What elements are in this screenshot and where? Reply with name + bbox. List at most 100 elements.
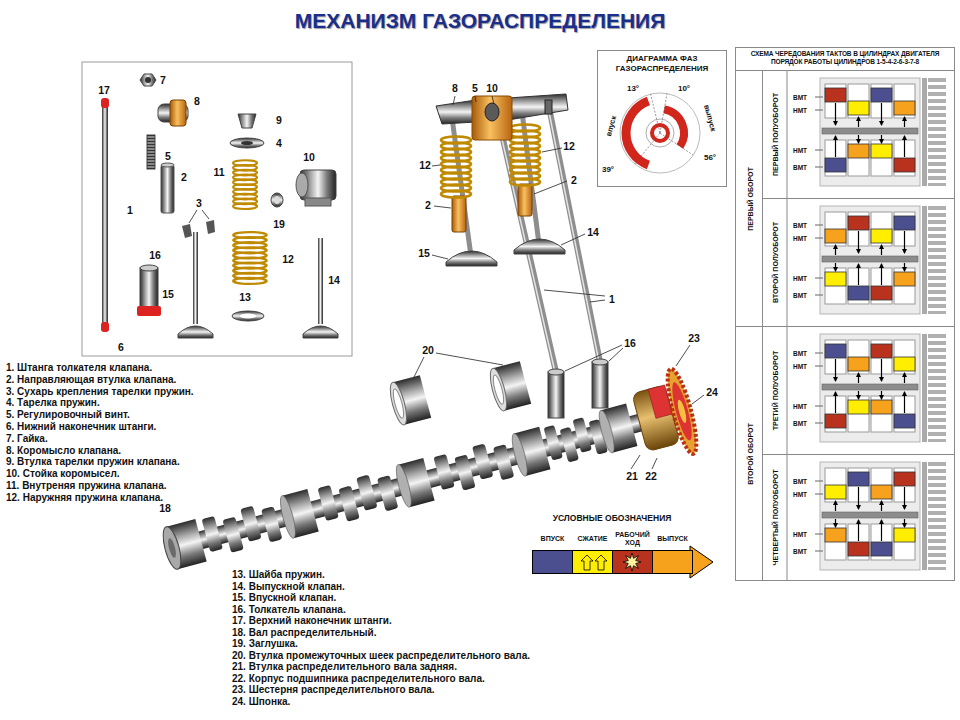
valve-assembly xyxy=(514,239,565,254)
engine-scheme xyxy=(815,78,937,186)
parts-panel xyxy=(178,326,213,338)
camshaft xyxy=(338,486,359,522)
leader-line xyxy=(432,165,440,166)
engine-scheme xyxy=(825,519,846,542)
parts-panel xyxy=(206,220,215,234)
leader-line xyxy=(434,206,451,208)
leader-line xyxy=(189,210,197,223)
engine-scheme xyxy=(894,216,915,253)
half-turn-cell: ПЕРВЫЙ ПОЛУОБОРОТВМТНМТНМТВМТ xyxy=(762,70,954,198)
camshaft xyxy=(240,506,261,542)
tappet xyxy=(592,362,608,408)
parts-panel xyxy=(102,100,108,330)
legend-text: ВПУСК xyxy=(532,528,573,549)
parts-panel xyxy=(140,265,158,271)
legend-title: УСЛОВНЫЕ ОБОЗНАЧЕНИЯ xyxy=(553,513,672,523)
callout-number: 22 xyxy=(645,470,657,483)
rocker-arm xyxy=(436,94,568,140)
camshaft-bushing xyxy=(491,374,506,405)
parts-panel xyxy=(101,322,109,332)
parts-panel xyxy=(145,77,151,83)
callout-number: 15 xyxy=(162,288,174,301)
part-list-item: 3. Сухарь крепления тарелки пружин. xyxy=(6,386,194,398)
part-list-item: 21. Втулка распределительного вала задня… xyxy=(232,661,457,673)
parts-panel xyxy=(241,141,253,145)
half-turn-cell: ЧЕТВЕРТЫЙ ПОЛУОБОРОТВМТНМТНМТВМТ xyxy=(762,454,954,580)
rocker-arm xyxy=(508,94,568,120)
leader-line xyxy=(652,458,657,469)
leader-line xyxy=(676,345,690,366)
rocker-arm xyxy=(436,100,476,124)
part-list-item: 20. Втулка промежуточных шеек распредели… xyxy=(232,650,530,662)
part-list-item: 14. Выпускной клапан. xyxy=(232,581,345,593)
engine-scheme xyxy=(815,462,937,570)
revolution-cell: ПЕРВЫЙ ОБОРОТ xyxy=(736,70,762,326)
part-list-item: 11. Внутреняя пружина клапана. xyxy=(6,480,166,492)
legend-text: СЖАТИЕ xyxy=(572,528,613,549)
timing-circle xyxy=(635,133,660,164)
parts-panel xyxy=(305,198,331,206)
cycle-table-panel: СХЕМА ЧЕРЕДОВАНИЯ ТАКТОВ В ЦИЛИНДРАХ ДВИ… xyxy=(735,47,955,581)
row-heading: ТРЕТИЙ ПОЛУОБОРОТ xyxy=(763,327,788,454)
callout-number: 18 xyxy=(159,502,171,515)
dead-center-label: ВМТ xyxy=(793,93,807,103)
callout-number: 2 xyxy=(425,199,431,212)
camshaft xyxy=(154,367,702,593)
callout-number: 24 xyxy=(706,386,718,399)
callout-number: 6 xyxy=(118,341,124,354)
callout-number: 4 xyxy=(276,137,282,150)
leader-line xyxy=(590,300,605,302)
row-heading: ЧЕТВЕРТЫЙ ПОЛУОБОРОТ xyxy=(763,455,788,580)
part-list-item: 19. Заглушка. xyxy=(232,638,298,650)
callout-number: 14 xyxy=(328,274,340,287)
parts-panel xyxy=(101,98,109,108)
dead-center-label: ВМТ xyxy=(793,349,807,359)
parts-panel xyxy=(240,314,256,319)
engine-scheme xyxy=(871,485,892,511)
parts-panel xyxy=(82,62,352,356)
parts-panel xyxy=(274,196,280,204)
angle-label: 39° xyxy=(602,165,614,175)
engine-scheme xyxy=(848,216,869,253)
dead-center-label: НМТ xyxy=(793,274,807,284)
parts-panel xyxy=(82,62,352,356)
engine-scheme xyxy=(894,136,915,172)
camshaft xyxy=(454,455,475,491)
engine-scheme xyxy=(871,88,892,125)
dead-center-label: НМТ xyxy=(793,530,807,540)
part-list-item: 5. Регулировочный винт. xyxy=(6,409,130,421)
engine-scheme xyxy=(825,485,846,511)
camshaft xyxy=(318,485,339,521)
row-heading: ВТОРОЙ ОБОРОТ xyxy=(736,327,762,580)
camshaft xyxy=(160,525,185,571)
row-heading: ВТОРОЙ ПОЛУОБОРОТ xyxy=(763,199,788,326)
camshaft xyxy=(167,538,178,559)
dead-center-label: ВМТ xyxy=(793,547,807,557)
camshaft-bushing xyxy=(387,375,431,426)
engine-scheme xyxy=(894,263,915,286)
callout-number: 10 xyxy=(486,82,498,95)
callout-number: 20 xyxy=(422,344,434,357)
leader-line xyxy=(565,345,622,371)
rocker-arm xyxy=(485,103,499,121)
camshaft xyxy=(377,475,398,511)
timing-circle xyxy=(660,94,667,133)
callout-number: 3 xyxy=(196,197,202,210)
parts-panel xyxy=(147,135,155,169)
panel-heading: ПОРЯДОК РАБОТЫ ЦИЛИНДРОВ 1-5-4-2-6-3-7-8 xyxy=(737,58,953,66)
parts-panel xyxy=(232,311,264,321)
engine-scheme xyxy=(871,391,892,414)
angle-label: 10° xyxy=(678,84,690,94)
camshaft xyxy=(170,403,685,557)
revolution-cell: ВТОРОЙ ОБОРОТ xyxy=(736,326,762,580)
parts-panel xyxy=(137,306,161,316)
part-list-item: 12. Наружняя пружина клапана. xyxy=(6,492,163,504)
half-turn-cell: ВТОРОЙ ПОЛУОБОРОТВМТНМТНМТВМТ xyxy=(762,198,954,326)
callout-number: 2 xyxy=(181,171,187,184)
leader-line xyxy=(414,96,704,469)
leader-line xyxy=(534,181,567,194)
engine-scheme xyxy=(894,357,915,383)
camshaft xyxy=(433,454,454,490)
